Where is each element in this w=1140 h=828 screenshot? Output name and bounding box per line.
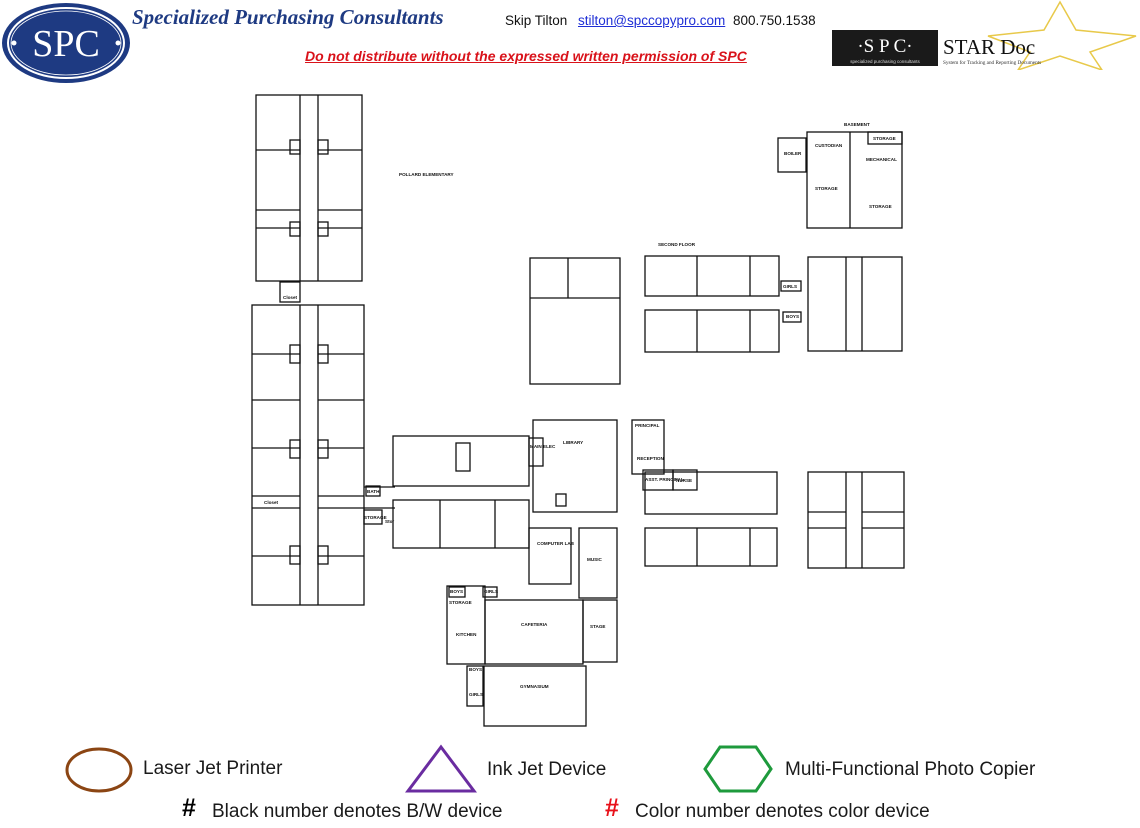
legend-ink-jet-label: Ink Jet Device [487, 759, 607, 780]
contact-phone: 800.750.1538 [733, 13, 816, 28]
main-elec-label: MAIN ELEC [530, 444, 556, 449]
nurse-label: NURSE [676, 478, 692, 483]
second-floor-title: SECOND FLOOR [658, 242, 696, 247]
mechanical-label: MECHANICAL [866, 157, 897, 162]
spc-logo-text: SPC [32, 23, 100, 65]
storage-label-basement-left: STORAGE [815, 186, 838, 191]
girls-label-caf: GIRLS [484, 589, 498, 594]
boiler-label: BOILER [784, 151, 802, 156]
kitchen-label: KITCHEN [456, 632, 477, 637]
stardoc-spc-subtext: specialized purchasing consultants [850, 59, 920, 64]
stardoc-tagline: System for Tracking and Reporting Docume… [943, 59, 1041, 66]
gymnasium-label: GYMNASIUM [520, 684, 549, 689]
principal-label: PRINCIPAL [635, 423, 660, 428]
basement-title: BASEMENT [844, 122, 870, 127]
copier-hexagon-icon [703, 745, 773, 793]
main-corridor: BATH STORAGE Stor [363, 485, 395, 525]
reception-label: RECEPTION [637, 456, 664, 461]
second-floor: SECOND FLOOR GIRLS BOYS [529, 242, 903, 385]
color-number-note: Color number denotes color device [635, 801, 930, 822]
asst-principal-label: ASST. PRINCIPAL [645, 477, 684, 482]
custodian-label: CUSTODIAN [815, 143, 843, 148]
stage-label: STAGE [590, 624, 605, 629]
ink-jet-triangle-icon [405, 744, 477, 793]
basement: BASEMENT BOILER CUSTODIAN STORAGE MECHAN… [777, 122, 903, 229]
contact-name: Skip Tilton [505, 13, 568, 28]
contact-email-link[interactable]: stilton@spccopypro.com [578, 13, 726, 28]
library-label: LIBRARY [563, 440, 583, 445]
music-label: MUSIC [587, 557, 602, 562]
spc-logo: SPC [2, 3, 130, 83]
floor-plan: Closet Closet BATH STORAGE Stor LIBRARY [251, 94, 905, 727]
company-name: Specialized Purchasing Consultants [132, 5, 444, 29]
stor-label: Stor [385, 519, 394, 524]
east-wing-ground [644, 471, 905, 569]
laser-jet-circle-icon [65, 747, 133, 793]
computer-lab-label: COMPUTER LAB [537, 541, 575, 546]
storage-label-west: STORAGE [364, 515, 387, 520]
storage-label-basement-top: STORAGE [873, 136, 896, 141]
west-wing-upper: Closet [255, 94, 363, 303]
closet-label: Closet [283, 295, 298, 300]
storage-label-caf: STORAGE [449, 600, 472, 605]
girls-label-2f: GIRLS [783, 284, 797, 289]
bath-label: BATH [367, 489, 380, 494]
girls-label-gym: GIRLS [469, 692, 483, 697]
star-icon [987, 0, 1137, 70]
stardoc-spc-text: ·S P C· [857, 36, 912, 57]
bw-number-note: Black number denotes B/W device [212, 801, 503, 822]
legend-laser-jet-label: Laser Jet Printer [143, 758, 283, 779]
boys-label-caf: BOYS [450, 589, 463, 594]
west-wing-lower: Closet [251, 304, 365, 606]
central-block: LIBRARY MAIN ELEC PRINCIPAL RECEPTION AS… [392, 419, 698, 599]
bw-number-symbol: # [182, 794, 196, 822]
closet-label-lower: Closet [264, 500, 279, 505]
school-name: POLLARD ELEMENTARY [399, 172, 454, 177]
color-number-symbol: # [605, 794, 619, 822]
stardoc-product-name: STAR Doc [943, 35, 1035, 59]
storage-label-basement-right: STORAGE [869, 204, 892, 209]
stardoc-logo: ·S P C· specialized purchasing consultan… [832, 0, 1137, 70]
boys-label-gym: BOYS [469, 667, 482, 672]
cafeteria-block: CAFETERIA STAGE BOYS GIRLS STORAGE KITCH… [446, 585, 618, 727]
boys-label-2f: BOYS [786, 314, 799, 319]
cafeteria-label: CAFETERIA [521, 622, 548, 627]
distribution-disclaimer: Do not distribute without the expressed … [305, 48, 747, 64]
legend-copier-label: Multi-Functional Photo Copier [785, 759, 1036, 780]
